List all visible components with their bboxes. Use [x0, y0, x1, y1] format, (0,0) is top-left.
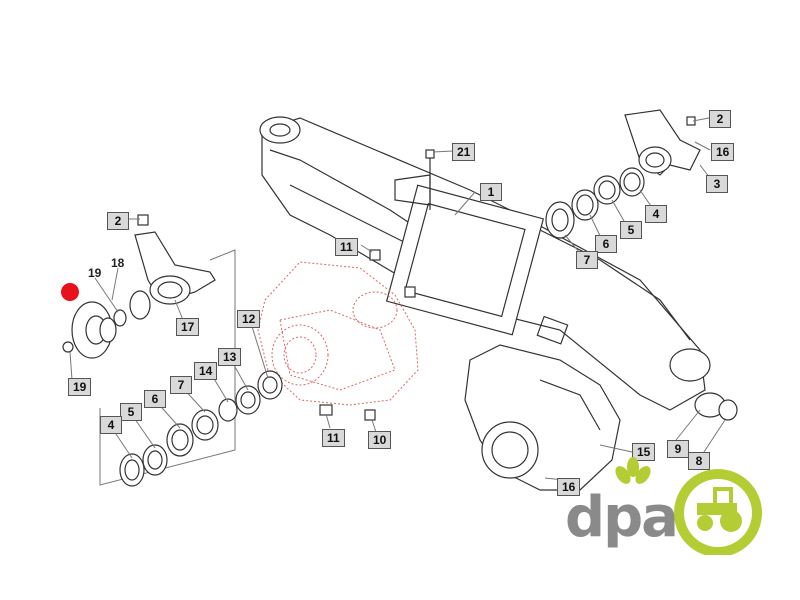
callout-16-lower[interactable]: 16	[557, 478, 581, 496]
red-marker	[61, 283, 79, 301]
callout-12[interactable]: 12	[237, 310, 261, 328]
callout-6-left[interactable]: 6	[144, 390, 166, 408]
final-drive-housing	[464, 344, 621, 491]
callout-2-left[interactable]: 2	[107, 212, 129, 230]
callout-7-left[interactable]: 7	[170, 376, 192, 394]
callout-19-lower[interactable]: 19	[68, 378, 92, 396]
left-flange	[62, 290, 151, 359]
callout-14[interactable]: 14	[194, 362, 218, 380]
right-bearing-set	[545, 167, 645, 239]
callout-10[interactable]: 10	[368, 431, 392, 449]
callout-18[interactable]: 18	[111, 256, 125, 270]
left-pivot-bracket	[134, 214, 216, 305]
callout-1[interactable]: 1	[480, 183, 502, 201]
callout-11-lower[interactable]: 11	[322, 429, 345, 447]
callout-3[interactable]: 3	[706, 175, 728, 193]
dpa-logo	[615, 457, 762, 555]
left-bearing-set	[99, 249, 283, 487]
callout-11-upper[interactable]: 11	[335, 238, 358, 256]
callout-2-right[interactable]: 2	[709, 110, 731, 128]
callout-16-right[interactable]: 16	[711, 143, 735, 161]
callout-7-right[interactable]: 7	[576, 251, 598, 269]
tractor-icon	[697, 487, 742, 532]
callout-15[interactable]: 15	[632, 443, 656, 461]
callout-8[interactable]: 8	[688, 452, 710, 470]
callout-5-left[interactable]: 5	[120, 403, 142, 421]
logo-text: dpa	[565, 485, 679, 550]
right-pivot-bracket	[624, 109, 701, 176]
callout-4-right[interactable]: 4	[645, 205, 667, 223]
callout-19-upper[interactable]: 19	[88, 266, 102, 280]
callout-17[interactable]: 17	[176, 318, 200, 336]
callout-4-left[interactable]: 4	[100, 416, 122, 434]
callout-21[interactable]: 21	[452, 143, 476, 161]
differential-housing	[257, 261, 419, 406]
axle-housing	[259, 116, 738, 421]
callout-13[interactable]: 13	[218, 348, 242, 366]
fasteners	[319, 249, 416, 421]
callout-9[interactable]: 9	[667, 440, 689, 458]
callout-5-right[interactable]: 5	[620, 221, 642, 239]
wheat-icon	[615, 457, 651, 484]
callout-6-right[interactable]: 6	[595, 235, 617, 253]
